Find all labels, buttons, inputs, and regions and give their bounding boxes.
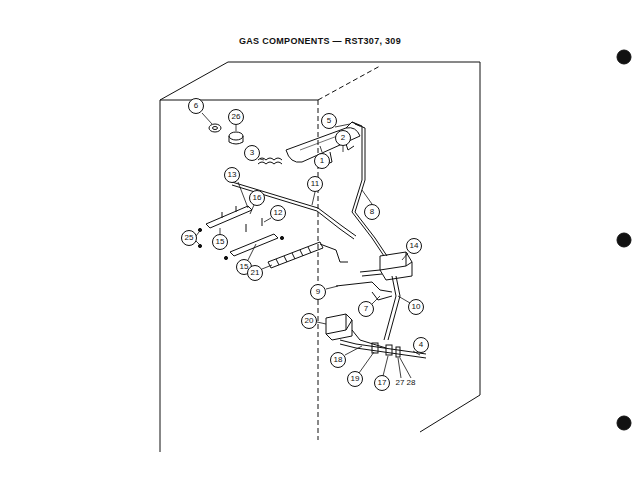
- callout-number: 5: [321, 113, 337, 129]
- igniter-tube: [268, 242, 348, 268]
- callout-number: 26: [228, 109, 244, 125]
- leader-lines: [196, 113, 420, 378]
- callout-number: 14: [406, 238, 422, 254]
- callout-number: 25: [181, 230, 197, 246]
- callout-number: 1: [314, 153, 330, 169]
- binder-hole: [617, 233, 631, 247]
- callout-number: 13: [224, 167, 240, 183]
- callout-number: 15: [212, 234, 228, 250]
- callout-number: 12: [270, 205, 286, 221]
- callout-number: 6: [188, 98, 204, 114]
- callout-number: 16: [249, 190, 265, 206]
- callout-number: 20: [301, 313, 317, 329]
- callout-number: 17: [374, 375, 390, 391]
- callout-number: 2: [335, 130, 351, 146]
- callout-number: 4: [413, 337, 429, 353]
- binder-hole: [617, 50, 631, 64]
- callout-number: 19: [347, 371, 363, 387]
- cabinet-outline: [160, 62, 480, 452]
- small-parts: [209, 124, 282, 164]
- callout-number: 9: [310, 284, 326, 300]
- gas-tubing: [232, 122, 387, 256]
- callout-number: 8: [364, 204, 380, 220]
- callout-number: 28: [406, 378, 417, 388]
- callout-number: 21: [247, 265, 263, 281]
- diagram-title: GAS COMPONENTS — RST307, 309: [239, 36, 401, 46]
- callout-number: 18: [330, 352, 346, 368]
- safety-valve: [360, 252, 412, 280]
- callout-number: 11: [307, 176, 323, 192]
- callout-number: 27: [395, 378, 406, 388]
- callout-number: 7: [358, 301, 374, 317]
- binder-hole: [617, 416, 631, 430]
- callout-number: 10: [408, 299, 424, 315]
- callout-number: 3: [244, 145, 260, 161]
